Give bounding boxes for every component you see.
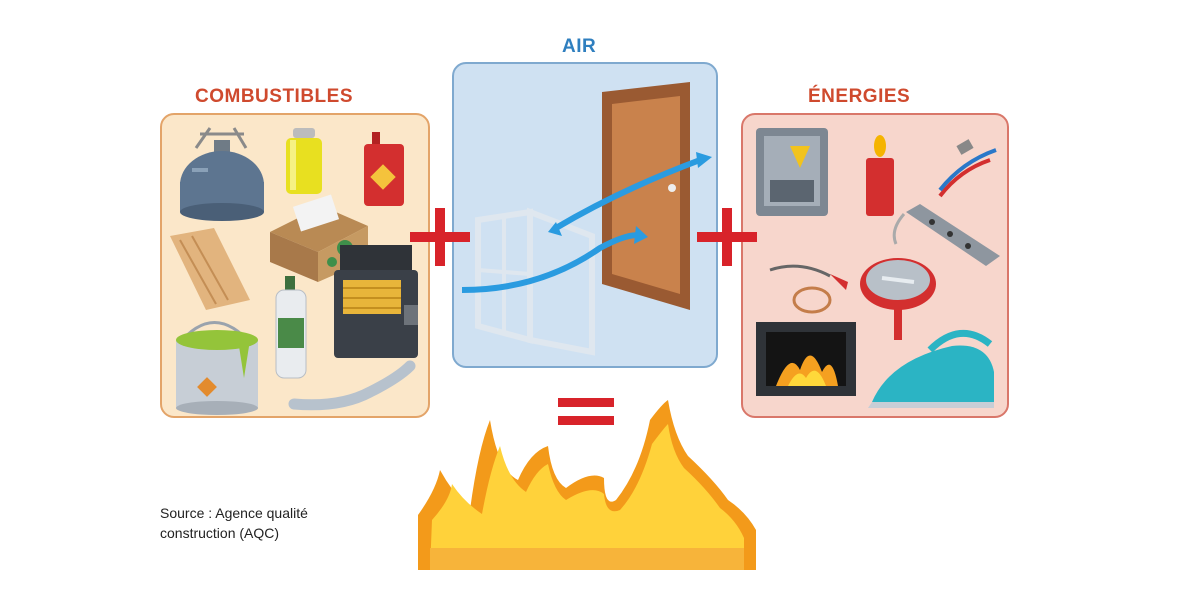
source-caption: Source : Agence qualité construction (AQ…: [160, 503, 308, 543]
fuel-can-icon: [364, 132, 404, 206]
plus-icon-right: [697, 208, 757, 266]
power-strip-icon: [892, 204, 1000, 266]
door-icon: [602, 82, 690, 310]
equals-icon: [558, 398, 614, 425]
flexible-hose-icon: [288, 360, 416, 411]
electrical-panel-icon: [756, 128, 828, 216]
energies-title: ÉNERGIES: [808, 86, 911, 107]
hot-plate-icon: [860, 258, 936, 340]
paint-bucket-icon: [176, 321, 258, 415]
flame-icon: [418, 400, 756, 570]
airflow-arrow-icon: [461, 152, 712, 293]
source-line-1: Source : Agence qualité: [160, 505, 308, 521]
soldering-torch-icon: [769, 264, 848, 314]
wood-plank-icon: [170, 228, 250, 310]
iron-icon: [868, 329, 994, 408]
air-title: AIR: [562, 36, 597, 57]
spray-can-icon: [286, 128, 322, 194]
source-line-2: construction (AQC): [160, 525, 280, 541]
gas-cylinder-icon: [180, 127, 264, 221]
plus-icon-left: [410, 208, 470, 266]
fireplace-icon: [756, 322, 856, 396]
candle-icon: [866, 135, 894, 216]
combustibles-title: COMBUSTIBLES: [195, 86, 353, 107]
bottle-icon: [275, 276, 307, 379]
cable-icon: [938, 139, 997, 198]
fryer-icon: [334, 245, 418, 358]
